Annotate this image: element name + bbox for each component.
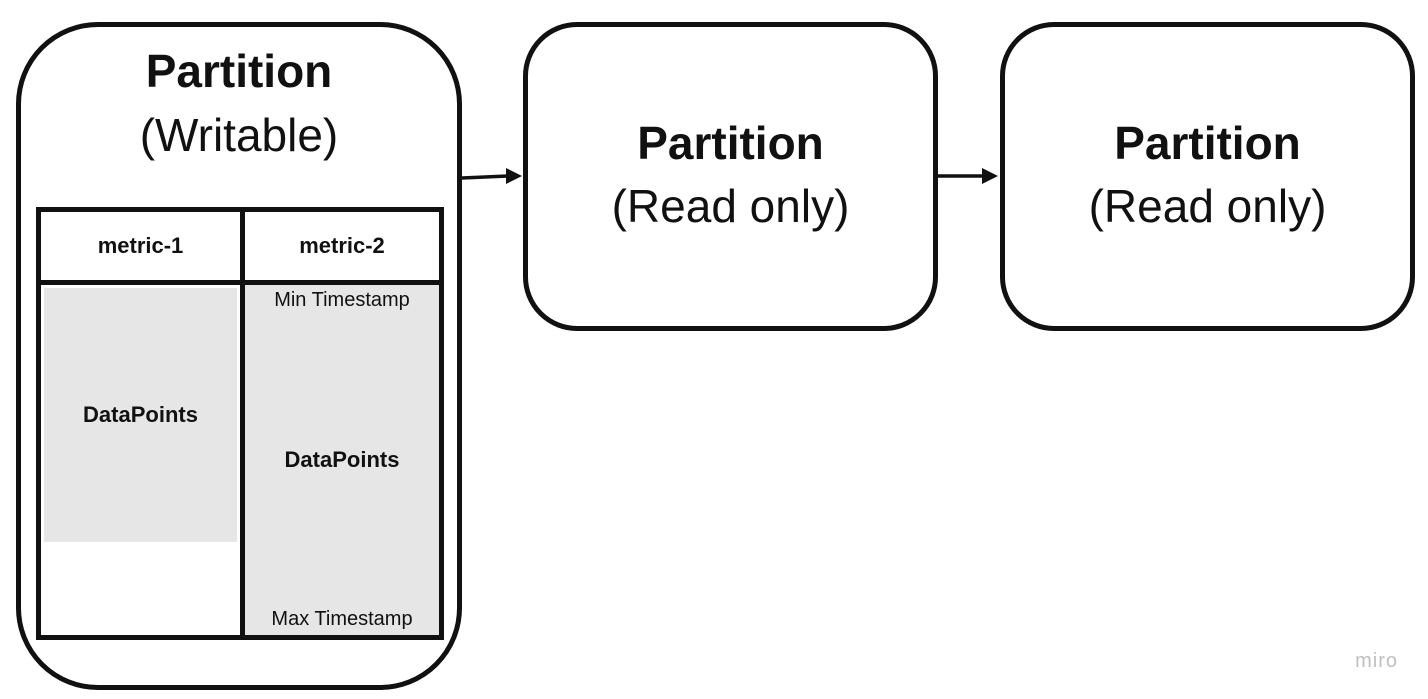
partition-read-only-2: Partition (Read only) bbox=[1000, 22, 1415, 331]
column-header-metric-1: metric-1 bbox=[97, 233, 184, 258]
min-timestamp-label: Min Timestamp bbox=[274, 289, 410, 311]
max-timestamp-label: Max Timestamp bbox=[271, 608, 413, 630]
metric-2-datapoints-label: DataPoints bbox=[284, 447, 400, 472]
miro-watermark: miro bbox=[1355, 650, 1398, 672]
arrow-icon bbox=[938, 168, 998, 184]
partition-title: Partition bbox=[637, 117, 824, 169]
partition-subtitle: (Writable) bbox=[139, 109, 339, 161]
partition-subtitle: (Read only) bbox=[1088, 180, 1327, 232]
header-divider bbox=[41, 280, 439, 285]
partition-subtitle: (Read only) bbox=[611, 180, 850, 232]
partition-title: Partition bbox=[1114, 117, 1301, 169]
partition-read-only-1: Partition (Read only) bbox=[523, 22, 938, 331]
arrow-icon bbox=[462, 168, 522, 184]
metrics-table: DataPoints Min Timestamp DataPoints Max … bbox=[36, 207, 444, 640]
column-header-metric-2: metric-2 bbox=[299, 233, 385, 258]
metric-1-datapoints-block: DataPoints bbox=[44, 288, 237, 542]
metric-2-datapoints-block: Min Timestamp DataPoints Max Timestamp bbox=[245, 285, 439, 635]
column-divider bbox=[240, 212, 245, 635]
partition-title: Partition bbox=[145, 45, 333, 97]
metric-1-datapoints-label: DataPoints bbox=[83, 402, 198, 427]
